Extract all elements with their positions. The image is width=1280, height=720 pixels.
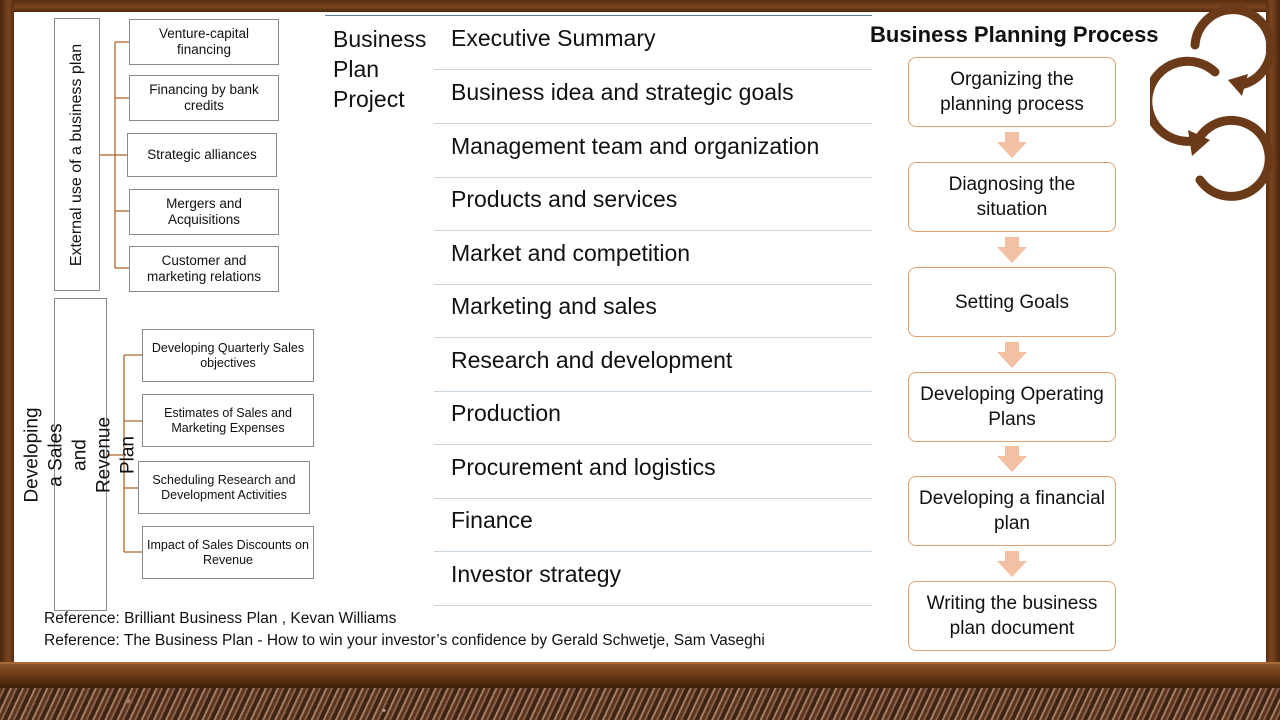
- reference-1: Reference: Brilliant Business Plan , Kev…: [44, 610, 397, 627]
- external-item-mergers: Mergers and Acquisitions: [129, 189, 279, 235]
- down-arrow-icon: [997, 237, 1027, 263]
- project-item: Research and development: [434, 338, 872, 392]
- frame-left-border: [0, 0, 14, 668]
- project-item-label: Executive Summary: [451, 25, 656, 51]
- sales-item-sales-estimates: Estimates of Sales and Marketing Expense…: [142, 394, 314, 447]
- external-item-customer-relations: Customer and marketing relations: [129, 246, 279, 292]
- project-item: Finance: [434, 498, 872, 552]
- frame-ledge: [0, 662, 1280, 688]
- project-title: Business Plan Project: [333, 26, 427, 112]
- sales-item-rd-scheduling: Scheduling Research and Development Acti…: [138, 461, 310, 514]
- project-top-rule: [325, 15, 872, 16]
- project-item: Investor strategy: [434, 552, 872, 606]
- project-item: Production: [434, 391, 872, 445]
- external-item-strategic-alliances: Strategic alliances: [127, 133, 277, 177]
- marble-base: [0, 688, 1280, 720]
- project-item: Management team and organization: [434, 124, 872, 178]
- project-item: Executive Summary: [434, 16, 872, 70]
- process-step: Developing a financial plan: [908, 476, 1116, 546]
- process-step: Writing the business plan document: [908, 581, 1116, 651]
- cycle-arrows-icon: [1150, 5, 1276, 201]
- project-item-label: Finance: [451, 507, 533, 533]
- project-item-label: Management team and organization: [451, 133, 820, 159]
- sales-item-discount-impact: Impact of Sales Discounts on Revenue: [142, 526, 314, 579]
- process-title: Business Planning Process: [870, 22, 1159, 47]
- project-item-label: Products and services: [451, 186, 678, 212]
- project-item-label: Business idea and strategic goals: [451, 79, 794, 105]
- project-item-label: Investor strategy: [451, 561, 622, 587]
- project-item-label: Marketing and sales: [451, 293, 657, 319]
- down-arrow-icon: [997, 446, 1027, 472]
- down-arrow-icon: [997, 132, 1027, 158]
- project-item-label: Research and development: [451, 347, 733, 373]
- reference-2: Reference: The Business Plan - How to wi…: [44, 632, 765, 649]
- process-step: Diagnosing the situation: [908, 162, 1116, 232]
- process-step: Developing Operating Plans: [908, 372, 1116, 442]
- sales-item-quarterly-objectives: Developing Quarterly Sales objectives: [142, 329, 314, 382]
- down-arrow-icon: [997, 342, 1027, 368]
- project-item-label: Procurement and logistics: [451, 454, 716, 480]
- process-step: Setting Goals: [908, 267, 1116, 337]
- down-arrow-icon: [997, 551, 1027, 577]
- process-step: Organizing the planning process: [908, 57, 1116, 127]
- project-item-label: Market and competition: [451, 240, 691, 266]
- project-item: Business idea and strategic goals: [434, 70, 872, 124]
- frame-top-border: [0, 0, 1280, 12]
- project-item: Procurement and logistics: [434, 445, 872, 499]
- sales-plan-category: Developing a Sales and Revenue Plan: [22, 298, 139, 611]
- project-item: Market and competition: [434, 231, 872, 285]
- project-item-label: Production: [451, 400, 561, 426]
- external-item-venture-capital: Venture-capital financing: [129, 19, 279, 65]
- sales-plan-title: Developing a Sales and Revenue Plan: [21, 406, 139, 503]
- external-use-category: External use of a business plan: [54, 18, 100, 291]
- project-item: Products and services: [434, 177, 872, 231]
- project-item: Marketing and sales: [434, 284, 872, 338]
- external-item-bank-credits: Financing by bank credits: [129, 75, 279, 121]
